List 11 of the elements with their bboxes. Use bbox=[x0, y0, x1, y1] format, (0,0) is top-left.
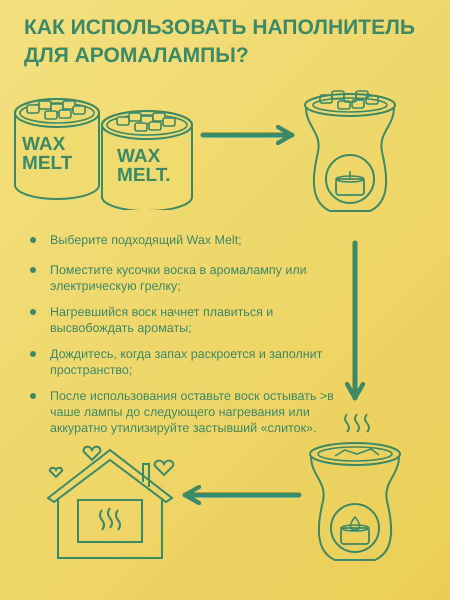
jar-label: WAX MELT. bbox=[117, 147, 172, 185]
step-text: Поместите кусочки воска в аромалампу или электрическую грелку; bbox=[50, 262, 308, 294]
step-text: Дождитесь, когда запах раскроется и заполнит пространство; bbox=[50, 346, 324, 378]
title: КАК ИСПОЛЬЗОВАТЬ НАПОЛНИТЕЛЬ ДЛЯ АРОМАЛАМПЫ? bbox=[24, 15, 416, 69]
arrow bbox=[200, 124, 294, 146]
jar-label: WAX MELT bbox=[22, 135, 74, 173]
step-text: После использования оставьте воск остывать >в чаше лампы до следующего нагревания или аккуратно утилизируйте застывший «слиток». bbox=[50, 388, 335, 436]
step-text: Нагревшийся воск начнет плавиться и высвобождать ароматы; bbox=[50, 304, 274, 336]
arrow bbox=[344, 240, 366, 400]
step-text: Выберите подходящий Wax Melt; bbox=[50, 232, 243, 248]
arrow bbox=[182, 484, 302, 506]
